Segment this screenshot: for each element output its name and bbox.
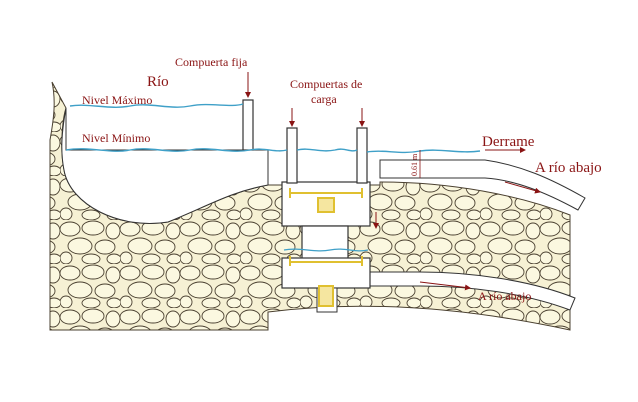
water-line-max [69, 103, 244, 108]
compuerta-carga-left [286, 127, 298, 184]
label-a-rio-abajo-lower: A río abajo [478, 289, 531, 303]
arrow-river-down-upper [504, 181, 541, 194]
label-a-rio-abajo-upper: A río abajo [535, 160, 602, 176]
label-compuertas-carga-2: carga [311, 92, 337, 106]
water-line-derrame [366, 149, 481, 154]
water-line-chamber [296, 148, 358, 152]
label-compuertas-carga-1: Compuertas de [290, 77, 362, 91]
intake-shaft [301, 225, 349, 261]
gate-mechanism-upper [289, 188, 363, 213]
water-line-lower-chamber [283, 248, 369, 252]
lower-channel [369, 271, 576, 311]
label-nivel-maximo: Nivel Máximo [82, 93, 152, 107]
compuerta-fija-gate [242, 99, 254, 151]
label-nivel-minimo: Nivel Mínimo [82, 131, 150, 145]
label-dimension: 0.61 m [410, 153, 419, 176]
water-line-min [65, 148, 288, 152]
compuerta-carga-right [356, 127, 368, 184]
gate-mechanism-lower [289, 256, 363, 307]
arrow-river-down-lower [419, 281, 471, 291]
upper-channel [379, 159, 586, 211]
label-rio: Río [147, 74, 169, 90]
label-derrame: Derrame [482, 134, 535, 150]
label-compuerta-fija: Compuerta fija [175, 55, 248, 69]
river-basin [61, 107, 269, 224]
